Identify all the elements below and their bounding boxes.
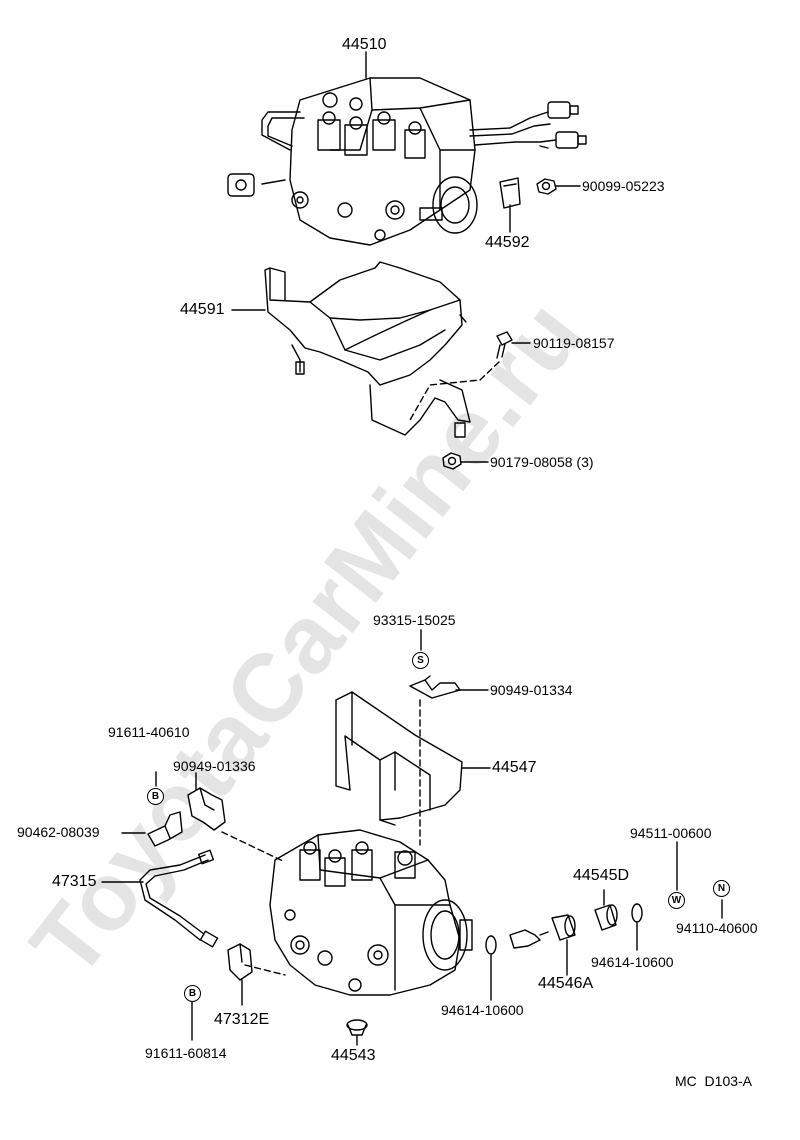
sleeve-44546A-drawing <box>551 914 576 941</box>
mark-b-bottom: B <box>184 985 201 1002</box>
label-94614-10600-upper: 94614-10600 <box>591 954 674 970</box>
mark-w: W <box>668 892 685 909</box>
label-47312E: 47312E <box>214 1011 270 1028</box>
label-91611-60814: 91611-60814 <box>145 1045 227 1061</box>
label-44546A: 44546A <box>538 975 594 992</box>
bracket-44592-drawing <box>499 177 521 209</box>
fitting-drawing <box>509 929 549 949</box>
label-90179-08058: 90179-08058 (3) <box>490 454 594 470</box>
washer-94614-b-drawing <box>631 903 643 923</box>
label-90462-08039: 90462-08039 <box>17 824 100 840</box>
label-94511-00600: 94511-00600 <box>630 825 712 841</box>
label-94110-40600: 94110-40600 <box>676 920 758 936</box>
label-90949-01336: 90949-01336 <box>173 758 256 774</box>
label-44545D: 44545D <box>573 867 630 884</box>
label-44543: 44543 <box>331 1047 376 1064</box>
clip-90949-01336-drawing <box>187 787 226 831</box>
pipe-47315-drawing <box>139 849 219 948</box>
bracket-44591-drawing <box>264 261 471 438</box>
label-44591: 44591 <box>180 301 225 318</box>
bolt-90119-drawing <box>496 331 513 359</box>
label-91611-40610: 91611-40610 <box>108 724 190 740</box>
footer-code: MC D103-A <box>675 1073 753 1089</box>
label-94614-10600-lower: 94614-10600 <box>441 1002 524 1018</box>
actuator-44510-drawing <box>227 77 587 246</box>
mark-b-top: B <box>147 788 164 805</box>
mark-s: S <box>412 652 429 669</box>
sleeve-44545D-drawing <box>594 904 618 931</box>
label-47315: 47315 <box>52 873 97 890</box>
label-90099-05223: 90099-05223 <box>582 178 665 194</box>
cover-44547-drawing <box>335 691 463 826</box>
label-44592: 44592 <box>485 234 530 251</box>
nut-90179-drawing <box>442 452 462 470</box>
clip-90949-01334-drawing <box>409 675 461 699</box>
label-93315-15025: 93315-15025 <box>373 612 456 628</box>
nut-90099-drawing <box>536 178 557 195</box>
label-44547: 44547 <box>492 759 537 776</box>
washer-94614-a-drawing <box>485 935 497 955</box>
actuator-bottom-drawing <box>269 829 473 996</box>
label-90119-08157: 90119-08157 <box>533 335 615 351</box>
grommet-44543-drawing <box>346 1019 368 1036</box>
bracket-90462-drawing <box>147 811 183 847</box>
label-90949-01334: 90949-01334 <box>490 682 573 698</box>
bracket-47312E-drawing <box>227 943 253 981</box>
label-44510: 44510 <box>342 36 387 53</box>
mark-n: N <box>713 880 730 897</box>
